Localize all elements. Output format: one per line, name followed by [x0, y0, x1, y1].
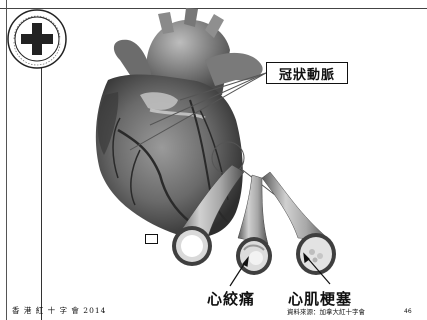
footer-source: 資料來源：加拿大紅十字會 [287, 306, 365, 316]
footer-organization: 香 港 紅 十 字 會 2014 [12, 305, 106, 316]
page-number: 46 [404, 308, 412, 315]
caption-angina: 心絞痛 [207, 288, 255, 309]
placeholder-square [145, 234, 158, 244]
red-cross-logo [6, 8, 68, 70]
coronary-artery-label: 冠狀動脈 [266, 62, 348, 84]
